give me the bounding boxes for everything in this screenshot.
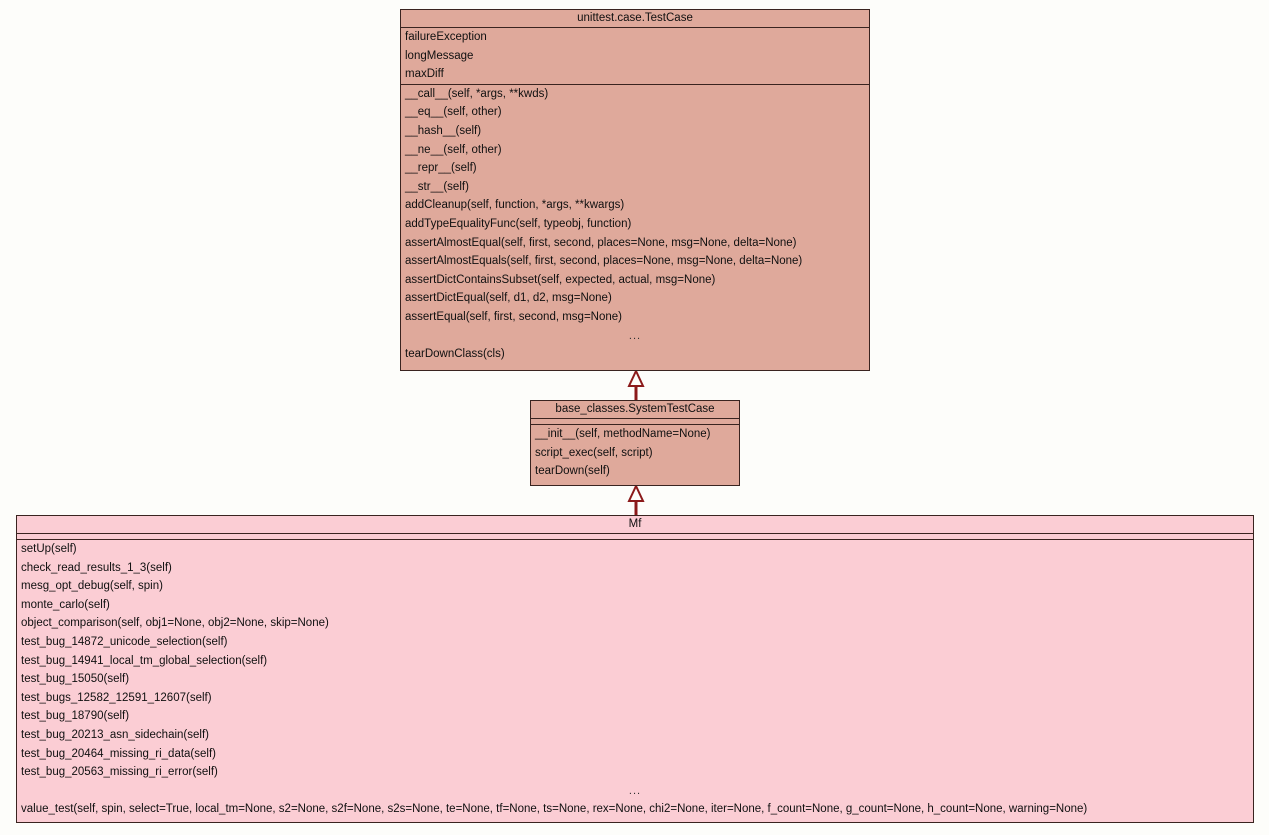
operation-row: value_test(self, spin, select=True, loca…: [21, 803, 1088, 816]
class-operations-systemtestcase: __init__(self, methodName=None) script_e…: [531, 425, 739, 481]
class-attributes-testcase: failureException longMessage maxDiff: [401, 28, 869, 85]
generalization-mf-to-systemtestcase: [627, 483, 645, 515]
uml-class-systemtestcase[interactable]: base_classes.SystemTestCase __init__(sel…: [530, 400, 740, 486]
uml-class-testcase[interactable]: unittest.case.TestCase failureException …: [400, 9, 870, 371]
operation-row: assertAlmostEquals(self, first, second, …: [405, 255, 803, 268]
operation-row: __str__(self): [405, 180, 469, 193]
attribute-row: maxDiff: [405, 68, 444, 81]
operation-row: __repr__(self): [405, 162, 477, 175]
operation-row: test_bugs_12582_12591_12607(self): [21, 691, 212, 704]
operation-overflow-ellipsis: ...: [628, 329, 642, 342]
operation-row: __eq__(self, other): [405, 106, 502, 119]
operation-row: __init__(self, methodName=None): [535, 428, 711, 440]
operation-row: script_exec(self, script): [535, 446, 653, 459]
operation-row: test_bug_20464_missing_ri_data(self): [21, 747, 216, 760]
operation-row: test_bug_14941_local_tm_global_selection…: [21, 654, 268, 667]
operation-row: test_bug_18790(self): [21, 710, 130, 723]
operation-row: test_bug_14872_unicode_selection(self): [21, 635, 228, 648]
operation-row: object_comparison(self, obj1=None, obj2=…: [21, 617, 329, 630]
attribute-row: longMessage: [405, 49, 474, 62]
class-operations-testcase: __call__(self, *args, **kwds) __eq__(sel…: [401, 84, 869, 364]
operation-row: assertAlmostEqual(self, first, second, p…: [405, 236, 797, 249]
operation-overflow-ellipsis: ...: [628, 784, 642, 797]
operation-row: setUp(self): [21, 543, 77, 555]
uml-class-mf[interactable]: Mf setUp(self) check_read_results_1_3(se…: [16, 515, 1254, 823]
operation-row: tearDownClass(cls): [405, 348, 505, 361]
class-title-mf: Mf: [17, 516, 1253, 534]
class-title-systemtestcase: base_classes.SystemTestCase: [531, 401, 739, 419]
operation-row: test_bug_20213_asn_sidechain(self): [21, 728, 209, 741]
attribute-row: failureException: [405, 31, 487, 43]
operation-row: assertDictContainsSubset(self, expected,…: [405, 273, 716, 286]
operation-row: addCleanup(self, function, *args, **kwar…: [405, 199, 625, 212]
class-title-testcase: unittest.case.TestCase: [401, 10, 869, 28]
operation-row: __call__(self, *args, **kwds): [405, 87, 549, 100]
operation-row: __ne__(self, other): [405, 143, 502, 156]
operation-row: test_bug_20563_missing_ri_error(self): [21, 766, 218, 779]
operation-row: tearDown(self): [535, 465, 610, 478]
operation-row: assertDictEqual(self, d1, d2, msg=None): [405, 292, 612, 305]
operation-row: assertEqual(self, first, second, msg=Non…: [405, 310, 622, 323]
class-attributes-mf: [17, 534, 1253, 540]
class-attributes-systemtestcase: [531, 419, 739, 425]
operation-row: __hash__(self): [405, 124, 482, 137]
operation-row: test_bug_15050(self): [21, 673, 130, 686]
class-operations-mf: setUp(self) check_read_results_1_3(self)…: [17, 540, 1253, 819]
operation-row: mesg_opt_debug(self, spin): [21, 580, 163, 593]
generalization-systemtestcase-to-testcase: [627, 368, 645, 400]
operation-row: addTypeEqualityFunc(self, typeobj, funct…: [405, 217, 632, 230]
operation-row: check_read_results_1_3(self): [21, 561, 172, 574]
operation-row: monte_carlo(self): [21, 598, 110, 611]
